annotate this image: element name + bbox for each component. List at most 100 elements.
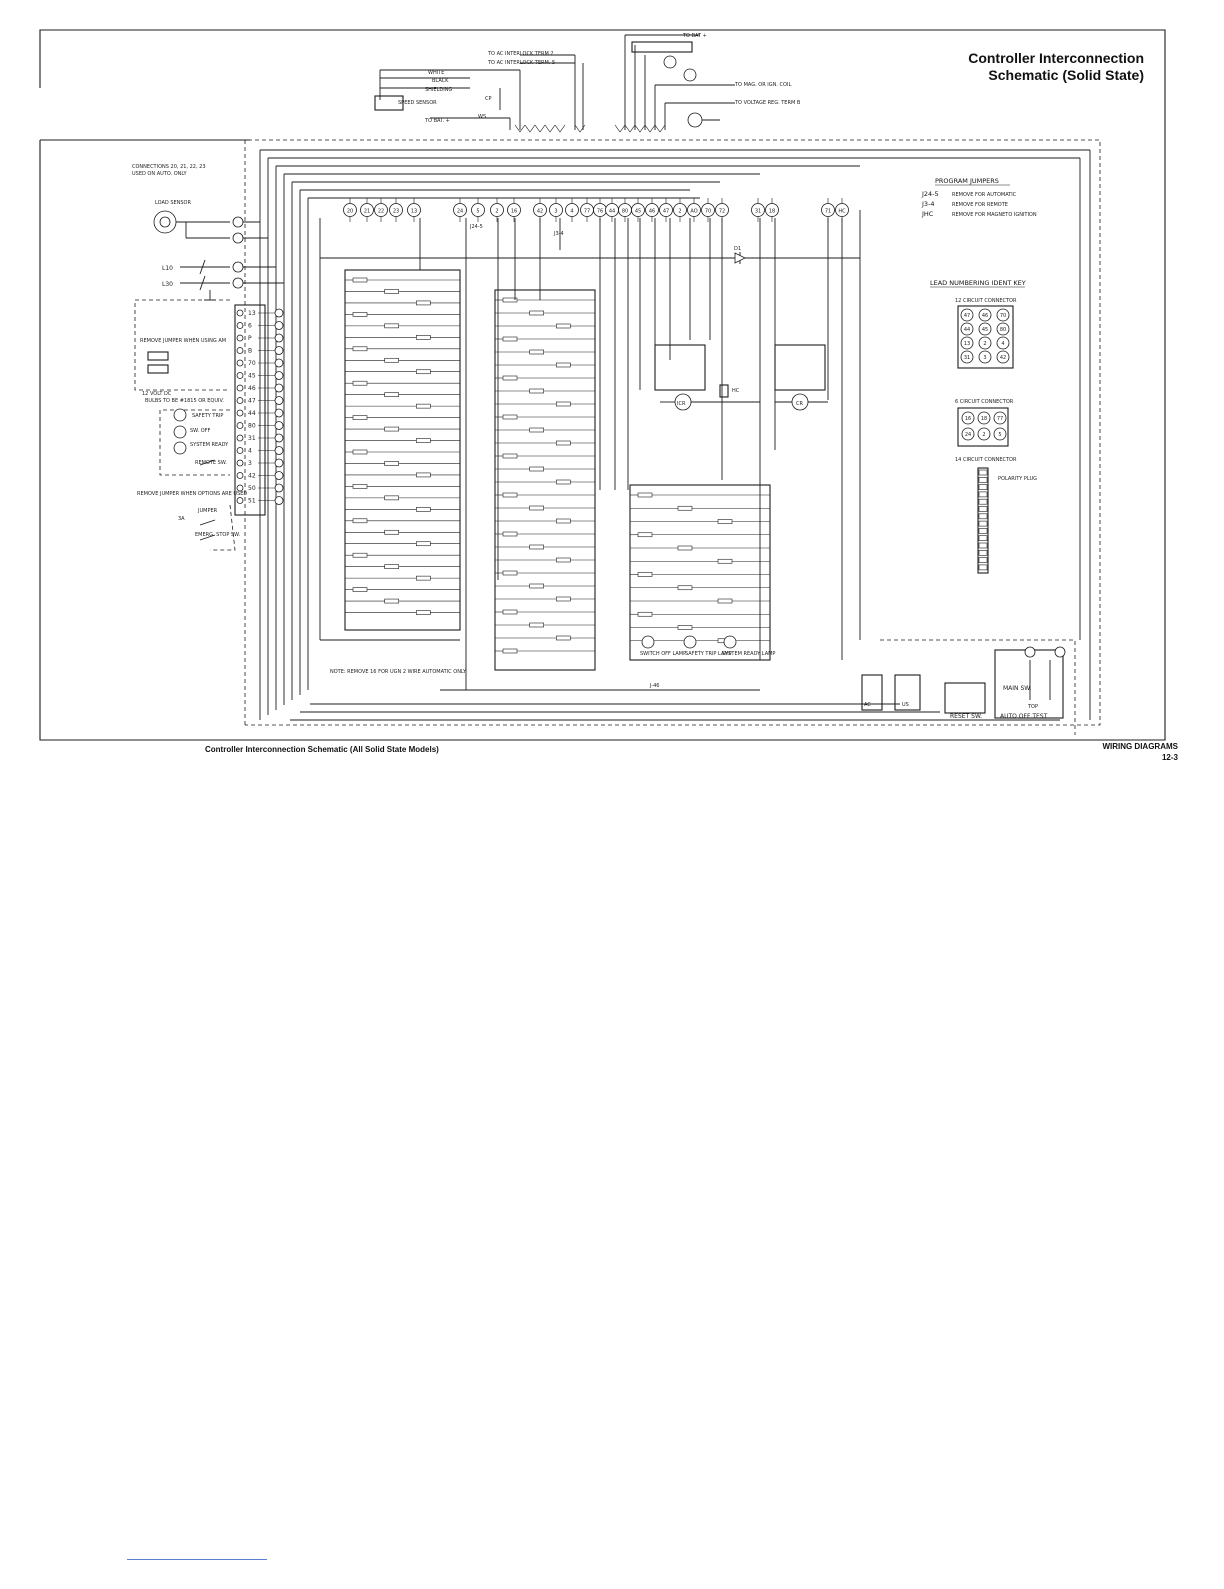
connector-label: 31 — [755, 209, 761, 215]
hc-label: HC — [732, 388, 740, 394]
c6-pin-label: 16 — [965, 416, 971, 422]
c12-pin — [996, 350, 1010, 364]
connector-label: 16 — [511, 209, 517, 215]
connector-label: 22 — [378, 209, 384, 215]
resistor — [384, 529, 399, 535]
strip-terminal — [236, 472, 244, 479]
resistor — [416, 472, 431, 478]
strip-node — [274, 308, 284, 318]
controller-board-outline — [244, 139, 1101, 735]
left-labels: CONNECTIONS 20, 21, 22, 23 USED ON AUTO.… — [132, 164, 247, 538]
connector-label: 46 — [649, 209, 655, 215]
ws-label: WS — [478, 114, 486, 120]
jumper-desc-1: REMOVE FOR AUTOMATIC — [952, 192, 1017, 198]
c14-pin — [978, 469, 988, 476]
c6-pin — [977, 427, 991, 441]
connector-label: 2 — [678, 209, 681, 215]
resistor — [352, 415, 368, 420]
resistor — [416, 507, 431, 512]
c14-pin — [978, 564, 988, 571]
c12-pin-label: 2 — [983, 341, 986, 347]
resistor — [717, 558, 733, 564]
ident-key-heading: LEAD NUMBERING IDENT KEY — [930, 279, 1026, 287]
sw-off-label: SW. OFF — [190, 428, 211, 434]
strip-terminal — [236, 334, 244, 342]
j46-label: J-46 — [649, 683, 659, 689]
resistor — [529, 622, 544, 628]
resistor — [677, 585, 693, 591]
resistor — [529, 505, 544, 511]
resistor — [384, 289, 399, 294]
connector-label: 77 — [584, 209, 590, 215]
c14-pin — [978, 542, 988, 549]
resistor — [637, 532, 653, 538]
c14-pin — [978, 498, 988, 505]
external-options-wiring — [134, 299, 236, 551]
resistor — [384, 495, 399, 501]
c12-pin-label: 42 — [1000, 355, 1006, 361]
board-c — [629, 484, 771, 661]
resistor — [502, 609, 518, 615]
figure-caption: Controller Interconnection Schematic (Al… — [205, 745, 439, 754]
resistor — [556, 323, 571, 329]
volt-dc-label: 12 VOLT DC — [142, 391, 172, 397]
jumper-desc-3: REMOVE FOR MAGNETO IGNITION — [952, 212, 1037, 218]
connector-label: AO — [690, 209, 697, 215]
strip-terminal — [236, 384, 244, 392]
resistor — [677, 545, 693, 551]
strip-node — [274, 408, 284, 418]
top-harness — [374, 34, 735, 133]
connector-label: HC — [838, 209, 846, 215]
shield-label: SHIELDING — [425, 87, 452, 93]
resistor — [352, 449, 368, 455]
c6-pin — [961, 427, 975, 441]
resistor — [529, 427, 544, 433]
strip-node — [274, 321, 284, 330]
strip-node — [274, 333, 284, 343]
resistor — [352, 277, 368, 283]
ready-lamp-label: SYSTEM READY LAMP — [722, 651, 775, 657]
program-jumpers: PROGRAM JUMPERS J24-5 REMOVE FOR AUTOMAT… — [921, 177, 1037, 218]
section-title: WIRING DIAGRAMS — [1102, 742, 1178, 751]
connector-label: 20 — [347, 209, 353, 215]
resistor — [717, 598, 733, 604]
resistor — [556, 557, 571, 563]
bottom-switches — [861, 646, 1066, 719]
resistor — [384, 564, 399, 569]
strip-node — [274, 458, 284, 468]
strip-terminal — [236, 434, 244, 442]
title-line-1: Controller Interconnection — [968, 50, 1144, 66]
resistor — [384, 323, 399, 329]
resistor — [352, 552, 368, 558]
resistor — [384, 357, 399, 363]
resistor — [637, 611, 653, 617]
resistor — [637, 572, 653, 577]
resistor — [502, 492, 518, 498]
strip-terminal-label: 31 — [248, 435, 256, 442]
ident-key-labels: LEAD NUMBERING IDENT KEY 12 CIRCUIT CONN… — [930, 279, 1037, 482]
strip-terminal-label: P — [248, 335, 252, 342]
strip-terminal-label: 50 — [248, 485, 256, 492]
jumper-label: JUMPER — [197, 508, 218, 514]
strip-node — [274, 383, 284, 393]
jumper-code-2: J3-4 — [921, 200, 935, 208]
c12-pin — [978, 322, 992, 336]
to-ac-interlock-5-label: TO AC INTERLOCK TERM. 5 — [487, 60, 555, 66]
note-remove-label: NOTE: REMOVE 16 FOR UGN 2 WIRE AUTOMATIC… — [330, 669, 467, 675]
resistor — [556, 401, 571, 407]
c14-pin — [978, 549, 988, 556]
strip-terminal — [236, 372, 244, 379]
remove-jumper-am-label: REMOVE JUMPER WHEN USING AM — [140, 338, 226, 344]
connector-label: 5 — [476, 209, 479, 215]
strip-terminal-label: 80 — [248, 423, 256, 430]
page-number: 12-3 — [1161, 753, 1178, 762]
icr-label: ICR — [677, 401, 686, 407]
l30-label: L30 — [162, 281, 173, 288]
c14-pin — [978, 513, 988, 520]
resistor — [352, 380, 368, 386]
strip-node — [274, 371, 284, 380]
resistor — [384, 598, 399, 604]
